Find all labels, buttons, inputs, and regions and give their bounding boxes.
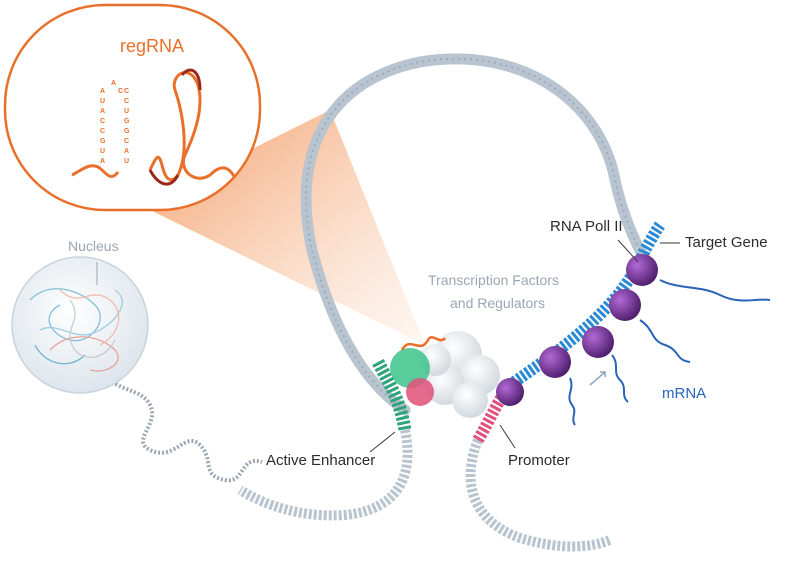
target-gene-label: Target Gene (685, 234, 768, 251)
stem-base: A (124, 148, 130, 155)
regrna-curve-left (71, 164, 120, 178)
dna-strand-left (237, 429, 413, 521)
stem-base: C (124, 98, 130, 105)
chromatin-strand (93, 359, 263, 483)
transcription-factor-cluster (419, 331, 500, 418)
stem-base: C (100, 128, 106, 135)
stem-base: U (124, 158, 130, 165)
mrna-strands (568, 279, 771, 426)
dna-strand-bottom (465, 438, 612, 552)
nucleus-chromatin (29, 288, 123, 372)
active-enhancer-dna (372, 358, 412, 432)
rna-pol-label: RNA Poll II (550, 218, 623, 235)
stem-loop-base: C (118, 88, 124, 95)
arrow-icon (589, 371, 606, 386)
tf-label-line2: and Regulators (450, 295, 545, 311)
stem-base: G (100, 138, 106, 145)
stem-base: C (100, 118, 106, 125)
dna-loop (300, 53, 656, 416)
mrna-label: mRNA (662, 385, 707, 402)
regrna-callout (3, 3, 262, 212)
stem-base: C (124, 88, 130, 95)
stem-base: G (124, 118, 130, 125)
stem-base: U (100, 148, 106, 155)
stem-base: U (124, 108, 130, 115)
callout-beam (140, 110, 425, 345)
promoter-label: Promoter (508, 452, 570, 469)
regrna-curve-right (148, 71, 237, 182)
callout-title: regRNA (120, 36, 185, 56)
stem-base: C (124, 138, 130, 145)
stem-base: A (100, 158, 106, 165)
regrna-small (400, 336, 447, 351)
stem-base: U (100, 98, 106, 105)
stem-loop-base: A (111, 80, 117, 87)
rna-polymerase-group (496, 254, 658, 406)
active-enhancer-label: Active Enhancer (266, 452, 376, 469)
nucleus-sphere (11, 256, 149, 394)
nucleus-label: Nucleus (68, 238, 119, 254)
stem-base: A (100, 108, 106, 115)
pink-factor (406, 378, 434, 406)
leader-lines (96, 239, 680, 453)
promoter-dna (472, 381, 515, 444)
stem-base: G (124, 128, 130, 135)
stem-base: A (100, 88, 106, 95)
tf-label-line1: Transcription Factors (428, 272, 559, 288)
